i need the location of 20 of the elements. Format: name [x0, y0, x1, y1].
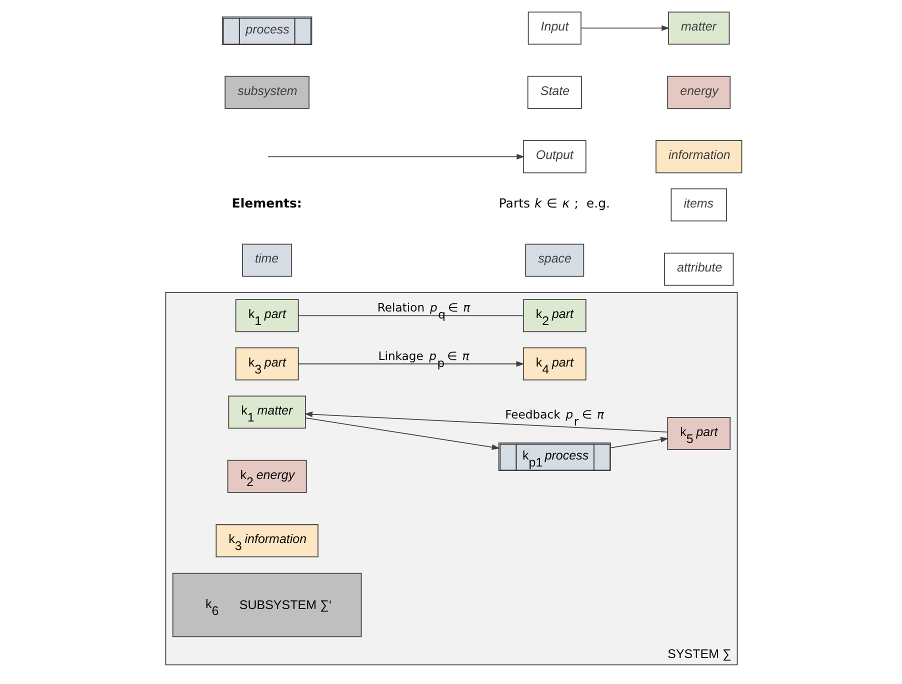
arrow	[304, 412, 668, 432]
arrow	[610, 436, 668, 448]
node-box: State	[526, 76, 582, 109]
node-box: items	[670, 188, 727, 222]
arrow	[298, 361, 524, 367]
node-box: attribute	[664, 252, 734, 286]
node-box: matter	[668, 12, 730, 45]
node-box: subsystem	[224, 76, 309, 109]
node-box: Output	[522, 140, 586, 174]
arrow	[304, 418, 500, 450]
node-box: Input	[527, 12, 581, 45]
node-box: time	[242, 244, 292, 277]
node-box: information	[655, 140, 742, 174]
node-box: energy	[666, 76, 730, 109]
arrow	[267, 154, 524, 160]
connector	[298, 315, 523, 316]
node-box: space	[524, 244, 584, 277]
label: Parts k ∈ κ ; e.g.	[498, 195, 610, 210]
arrow	[580, 25, 670, 31]
label: Elements:	[231, 195, 302, 210]
